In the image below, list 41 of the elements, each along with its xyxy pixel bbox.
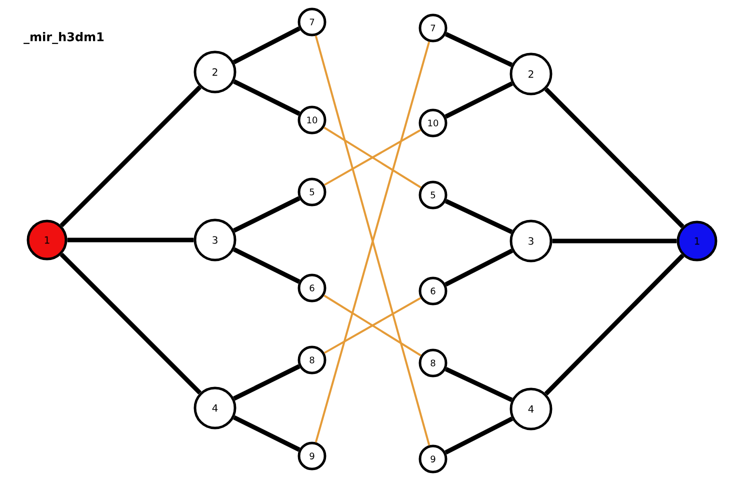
graph-node: 3 (510, 220, 552, 262)
edge-line (444, 248, 514, 287)
edge-line (544, 254, 684, 396)
edge-line (67, 238, 194, 242)
graph-node: 5 (298, 178, 326, 206)
graph-node: 4 (194, 386, 236, 430)
edge-line (444, 81, 513, 119)
node-label: 9 (430, 456, 436, 462)
edge-line (233, 79, 300, 116)
edge-line (233, 247, 300, 284)
edge-line (444, 32, 513, 67)
edge-line (233, 196, 300, 233)
graph-node: 2 (510, 52, 552, 96)
graph-node: 1 (676, 220, 718, 262)
title: _mir_h3dm1 (24, 32, 104, 44)
graph-node: 10 (418, 108, 448, 138)
graph-node: 6 (298, 274, 326, 302)
graph-node: 8 (418, 348, 448, 378)
graph-node: 8 (298, 346, 326, 374)
node-label: 9 (310, 452, 314, 460)
edge-line (232, 26, 300, 64)
graph-node: 7 (298, 8, 326, 36)
graph-node: 2 (194, 50, 236, 94)
graph-node: 3 (194, 218, 236, 262)
edge-line (60, 85, 202, 228)
graph-node: 9 (418, 444, 448, 474)
graph-node: 6 (418, 276, 448, 306)
edge-line (444, 199, 513, 234)
edge-line (544, 87, 684, 228)
graph-node: 5 (418, 180, 448, 210)
graph-node: 10 (298, 106, 326, 134)
graph-node: 7 (418, 14, 448, 42)
graph-node: 1 (26, 220, 68, 260)
edge-line (233, 415, 300, 452)
edge-line (444, 367, 513, 402)
edge-line (444, 416, 514, 455)
edge-line (233, 364, 300, 401)
edge-line (60, 252, 202, 395)
graph-node: 4 (510, 388, 552, 430)
graph-node: 9 (298, 442, 326, 470)
edge-line (552, 238, 677, 244)
